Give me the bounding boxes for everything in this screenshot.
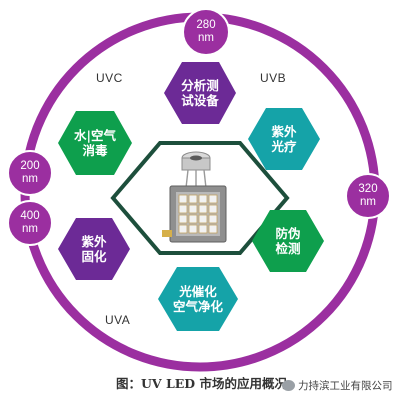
wavelength-label-400: 400 nm: [20, 210, 40, 235]
app-label-photocatalysis: 光催化 空气净化: [172, 284, 223, 314]
hex-anticounterfeit: [252, 210, 324, 272]
hex-phototherapy: [248, 108, 320, 170]
band-label-uva: UVA: [105, 313, 131, 327]
wavelength-bubble-320: [345, 173, 391, 219]
uv-led-device-image: [162, 151, 227, 243]
wavelength-label-320: 320 nm: [358, 183, 378, 208]
wavelength-label-200: 200 nm: [20, 160, 40, 185]
figure-caption: 图：UV LED 市场的应用概况: [116, 376, 287, 391]
app-label-curing: 紫外 固化: [81, 234, 107, 264]
app-label-disinfection: 水|空气 消毒: [73, 128, 117, 158]
hex-analysis: [164, 62, 236, 124]
wavelength-bubble-280: [182, 8, 230, 56]
app-label-anticounterfeit: 防伪 检测: [275, 226, 301, 256]
watermark-text: 力持滨工业有限公司: [298, 380, 393, 392]
hex-curing: [58, 218, 130, 280]
app-label-analysis: 分析测 试设备: [181, 78, 219, 108]
band-label-uvb: UVB: [260, 71, 287, 85]
wechat-icon: [282, 380, 295, 391]
wavelength-bubble-200: [7, 150, 53, 196]
band-label-uvc: UVC: [96, 71, 123, 85]
hex-photocatalysis: [158, 267, 238, 331]
hex-disinfection: [58, 111, 132, 175]
wavelength-bubble-400: [7, 200, 53, 246]
app-label-phototherapy: 紫外 光疗: [271, 124, 297, 154]
watermark: 力持滨工业有限公司: [282, 378, 393, 393]
wavelength-label-280: 280 nm: [196, 19, 216, 44]
